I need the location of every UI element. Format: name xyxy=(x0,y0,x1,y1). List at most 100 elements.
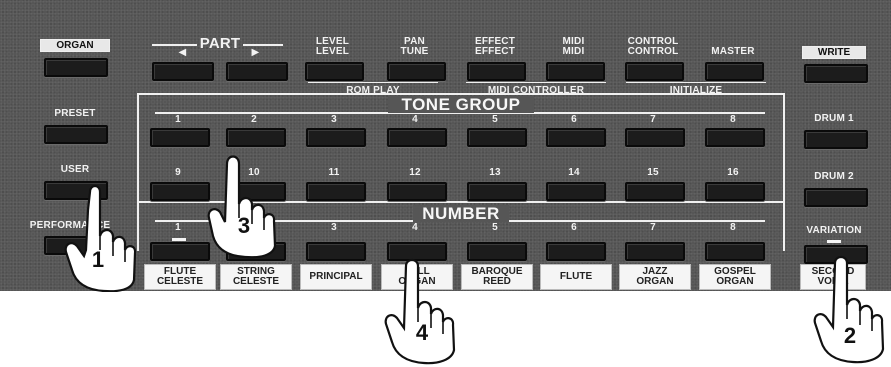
number-button-4[interactable] xyxy=(387,242,447,261)
tone-group-row2-button-8[interactable] xyxy=(705,182,765,201)
tone-group-row2-label-2: 10 xyxy=(248,167,260,178)
tone-tab-line2: FLUTE xyxy=(559,271,593,282)
tone-tab-line2: CELESTE xyxy=(232,276,280,287)
number-label-5: 5 xyxy=(492,222,498,233)
tone-group-row2-label-6: 14 xyxy=(568,167,580,178)
tone-group-row2-button-1[interactable] xyxy=(150,182,210,201)
tone-group-button-5[interactable] xyxy=(467,128,527,147)
organ-label: ORGAN xyxy=(40,39,110,52)
tone-group-button-3[interactable] xyxy=(306,128,366,147)
midi-label-1: MIDI xyxy=(562,36,585,47)
tone-group-button-7[interactable] xyxy=(625,128,685,147)
tone-group-row2-button-3[interactable] xyxy=(306,182,366,201)
drum1-label: DRUM 1 xyxy=(814,113,854,124)
part-left-arrow-icon: ◀ xyxy=(178,47,187,58)
number-button-1[interactable] xyxy=(150,242,210,261)
midi-controller-line xyxy=(466,82,606,83)
number-label-7: 7 xyxy=(650,222,656,233)
rom-play-line xyxy=(308,82,438,83)
write-label: WRITE xyxy=(802,46,866,59)
tone-tab-line2: ORGAN xyxy=(636,276,674,287)
preset-button[interactable] xyxy=(44,125,108,144)
number-label-8: 8 xyxy=(730,222,736,233)
tone-tab-3: PRINCIPAL xyxy=(300,264,372,290)
tone-group-frame-left xyxy=(137,93,139,203)
variation-led xyxy=(827,240,841,243)
drum2-button[interactable] xyxy=(804,188,868,207)
initialize-line xyxy=(626,82,766,83)
initialize-label: INITIALIZE xyxy=(669,85,723,96)
part-right-button[interactable] xyxy=(226,62,288,81)
tone-group-label-4: 4 xyxy=(412,114,418,125)
tone-group-row2-button-7[interactable] xyxy=(625,182,685,201)
tone-group-button-6[interactable] xyxy=(546,128,606,147)
tone-group-label-5: 5 xyxy=(492,114,498,125)
second-voice-line2: VOICE xyxy=(817,276,849,287)
number-button-8[interactable] xyxy=(705,242,765,261)
part-line-left xyxy=(152,44,197,46)
number-button-6[interactable] xyxy=(546,242,606,261)
number-title: NUMBER xyxy=(413,205,509,222)
part-left-button[interactable] xyxy=(152,62,214,81)
midi-button[interactable] xyxy=(546,62,605,81)
drum2-label: DRUM 2 xyxy=(814,171,854,182)
tone-group-label-2: 2 xyxy=(251,114,257,125)
midi-label-2: MIDI xyxy=(562,46,585,57)
callout-3: 3 xyxy=(237,213,251,238)
organ-button[interactable] xyxy=(44,58,108,77)
tone-group-row2-button-6[interactable] xyxy=(546,182,606,201)
midi-controller-label: MIDI CONTROLLER xyxy=(487,85,585,96)
number-button-5[interactable] xyxy=(467,242,527,261)
tone-group-row2-button-5[interactable] xyxy=(467,182,527,201)
pointing-hand-icon-1 xyxy=(64,184,137,292)
number-button-3[interactable] xyxy=(306,242,366,261)
tone-tab-line2: CELESTE xyxy=(156,276,204,287)
drum1-button[interactable] xyxy=(804,130,868,149)
tone-group-label-1: 1 xyxy=(175,114,181,125)
write-button[interactable] xyxy=(804,64,868,83)
performance-label: PERFORMANCE xyxy=(29,220,111,231)
number-label-3: 3 xyxy=(331,222,337,233)
tone-group-button-1[interactable] xyxy=(150,128,210,147)
second-voice-tab: SECOND VOICE xyxy=(800,264,866,290)
tone-group-row2-label-8: 16 xyxy=(727,167,739,178)
tone-group-button-8[interactable] xyxy=(705,128,765,147)
number-frame-right xyxy=(783,201,785,251)
tone-tab-line1: BAROQUE xyxy=(471,266,523,277)
preset-label: PRESET xyxy=(54,108,96,119)
pan-tune-button[interactable] xyxy=(387,62,446,81)
tone-group-row2-label-4: 12 xyxy=(409,167,421,178)
level-button[interactable] xyxy=(305,62,364,81)
pointing-hand-icon-3 xyxy=(207,155,277,259)
effect-label-1: EFFECT xyxy=(474,36,516,47)
tone-tab-line1: GOSPEL xyxy=(714,266,756,277)
control-label-2: CONTROL xyxy=(627,46,679,57)
tone-group-button-2[interactable] xyxy=(226,128,286,147)
tone-tab-line2: REED xyxy=(483,276,511,287)
effect-button[interactable] xyxy=(467,62,526,81)
effect-label-2: EFFECT xyxy=(474,46,516,57)
number-label-1: 1 xyxy=(175,222,181,233)
tone-group-row2-label-3: 11 xyxy=(328,167,340,178)
number-button-7[interactable] xyxy=(625,242,685,261)
part-line-right xyxy=(243,44,283,46)
rom-play-label: ROM PLAY xyxy=(346,85,400,96)
part-right-arrow-icon: ▶ xyxy=(251,47,260,58)
tone-group-label-6: 6 xyxy=(571,114,577,125)
tone-group-row2-button-4[interactable] xyxy=(387,182,447,201)
master-button[interactable] xyxy=(705,62,764,81)
number-label-6: 6 xyxy=(571,222,577,233)
variation-label: VARIATION xyxy=(806,225,862,236)
control-button[interactable] xyxy=(625,62,684,81)
pan-label: PAN xyxy=(404,36,425,47)
control-label-1: CONTROL xyxy=(627,36,679,47)
tone-group-label-3: 3 xyxy=(331,114,337,125)
tone-tab-line1: FLUTE xyxy=(163,266,197,277)
number1-led xyxy=(172,238,186,241)
tone-group-button-4[interactable] xyxy=(387,128,447,147)
pointing-hand-icon-4 xyxy=(384,258,456,365)
